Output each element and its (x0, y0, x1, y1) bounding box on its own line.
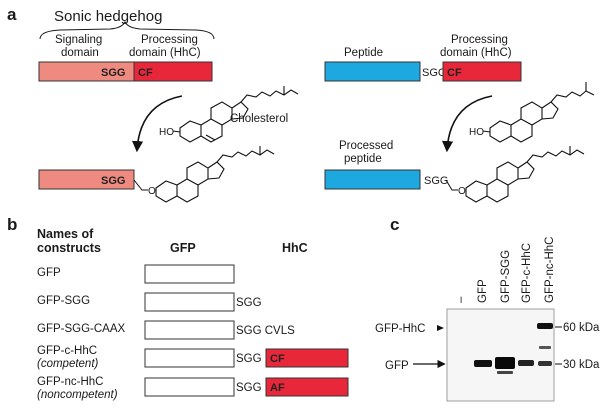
blot-band (518, 360, 534, 366)
gfp-box (144, 377, 235, 397)
construct-name: GFP-nc-HhC (37, 376, 103, 388)
constructs-header-2: constructs (37, 241, 101, 255)
right-ho-label: HO (469, 127, 484, 138)
construct-subname: (noncompetent) (37, 389, 118, 401)
construct-subname: (competent) (37, 358, 99, 370)
protein-brace (39, 20, 215, 40)
right-processing-bar (442, 61, 522, 82)
right-o-label: O (458, 186, 466, 197)
construct-name: GFP-SGG (37, 295, 90, 307)
hhc-domain-box (265, 377, 349, 397)
construct-suffix: SGG (236, 353, 262, 365)
cf-label: CF (138, 67, 153, 79)
construct-row-gfp-c-hhc: GFP-c-HhC (competent) SGG CF (37, 345, 349, 370)
processing-domain-label-1: Processing (141, 34, 198, 46)
construct-suffix: SGG (236, 382, 262, 394)
right-ester-bond (445, 179, 458, 191)
lane-label: GFP-c-HhC (521, 243, 533, 303)
blot-membrane (446, 308, 555, 402)
construct-name: GFP-c-HhC (37, 345, 97, 357)
blot-band (474, 360, 492, 367)
gfp-hhc-arrowhead (437, 325, 444, 331)
construct-row-gfp-nc-hhc: GFP-nc-HhC (noncompetent) SGG AF (37, 376, 349, 401)
gfp-box (144, 320, 235, 340)
ho-label: HO (159, 127, 174, 138)
sonic-hedgehog-scheme: Sonic hedgehog Signaling domain Processi… (38, 8, 299, 203)
construct-name: GFP-SGG-CAAX (37, 323, 126, 335)
signaling-domain-label-1: Signaling (55, 34, 102, 46)
peptide-scheme: Peptide Processing domain (HhC) SGG CF H… (324, 34, 595, 203)
marker-60kda: 60 kDa (563, 322, 600, 334)
construct-suffix: SGG (236, 297, 262, 309)
blot-band (537, 323, 553, 329)
product-sgg-label: SGG (101, 175, 125, 187)
processing-domain-bar (133, 61, 213, 82)
right-product-sgg-label: SGG (424, 175, 448, 187)
gfp-hhc-label: GFP-HhC (375, 323, 425, 335)
construct-name: GFP (37, 267, 61, 279)
processed-peptide-label-2: peptide (344, 153, 382, 165)
blot-band (497, 371, 513, 374)
panel-c-label: c (390, 215, 399, 234)
sonic-hedgehog-title: Sonic hedgehog (54, 8, 162, 25)
gfp-band-label: GFP (385, 360, 409, 372)
peptide-label: Peptide (344, 47, 383, 59)
peptide-bar (324, 61, 421, 82)
gfp-box (144, 264, 235, 284)
right-cf-label: CF (447, 67, 462, 79)
gfp-box (144, 348, 235, 368)
right-cholesterol-product-structure (465, 146, 585, 203)
construct-suffix: SGG CVLS (236, 325, 295, 337)
right-processing-label-1: Processing (451, 34, 508, 46)
panel-a-label: a (7, 5, 17, 24)
western-blot (446, 308, 555, 402)
lane-labels: – GFP GFP-SGG GFP-c-HhC GFP-nc-HhC (455, 237, 556, 303)
processed-signaling-bar (38, 169, 135, 190)
hhc-header: HhC (282, 241, 308, 255)
sgg-label: SGG (101, 67, 125, 79)
blot-band (495, 357, 515, 369)
o-label: O (148, 186, 156, 197)
ester-bond (133, 179, 148, 191)
constructs-header-1: Names of (37, 227, 94, 241)
marker-30kda: 30 kDa (563, 359, 600, 371)
right-reaction-arrow (441, 95, 493, 153)
reaction-arrow (131, 95, 183, 153)
hhc-domain-label: AF (270, 382, 285, 394)
hhc-domain-label: CF (270, 353, 285, 365)
processed-peptide-label-1: Processed (339, 140, 393, 152)
lane-label: GFP-SGG (500, 250, 512, 303)
cholesterol-label: Cholesterol (230, 113, 288, 125)
right-processing-label-2: domain (HhC) (440, 47, 512, 59)
blot-band (538, 361, 552, 366)
construct-row-gfp-sgg: GFP-SGG SGG (37, 292, 262, 312)
processing-domain-label-2: domain (HhC) (129, 47, 201, 59)
lane-label: GFP (477, 279, 489, 303)
panel-b-label: b (7, 215, 17, 234)
gfp-header: GFP (170, 241, 196, 255)
cholesterol-product-structure (155, 146, 275, 203)
right-sgg-label: SGG (422, 67, 446, 79)
lane-label: – (455, 296, 467, 303)
lane-label: GFP-nc-HhC (544, 237, 556, 303)
right-cholesterol-structure (482, 82, 595, 143)
processed-peptide-bar (324, 169, 421, 190)
gfp-box (144, 292, 235, 312)
signaling-domain-label-2: domain (61, 47, 99, 59)
hhc-domain-box (265, 348, 349, 368)
blot-band (539, 346, 551, 349)
cholesterol-structure (172, 86, 299, 143)
construct-row-gfp-sgg-caax: GFP-SGG-CAAX SGG CVLS (37, 320, 295, 340)
construct-row-gfp: GFP (37, 264, 235, 284)
